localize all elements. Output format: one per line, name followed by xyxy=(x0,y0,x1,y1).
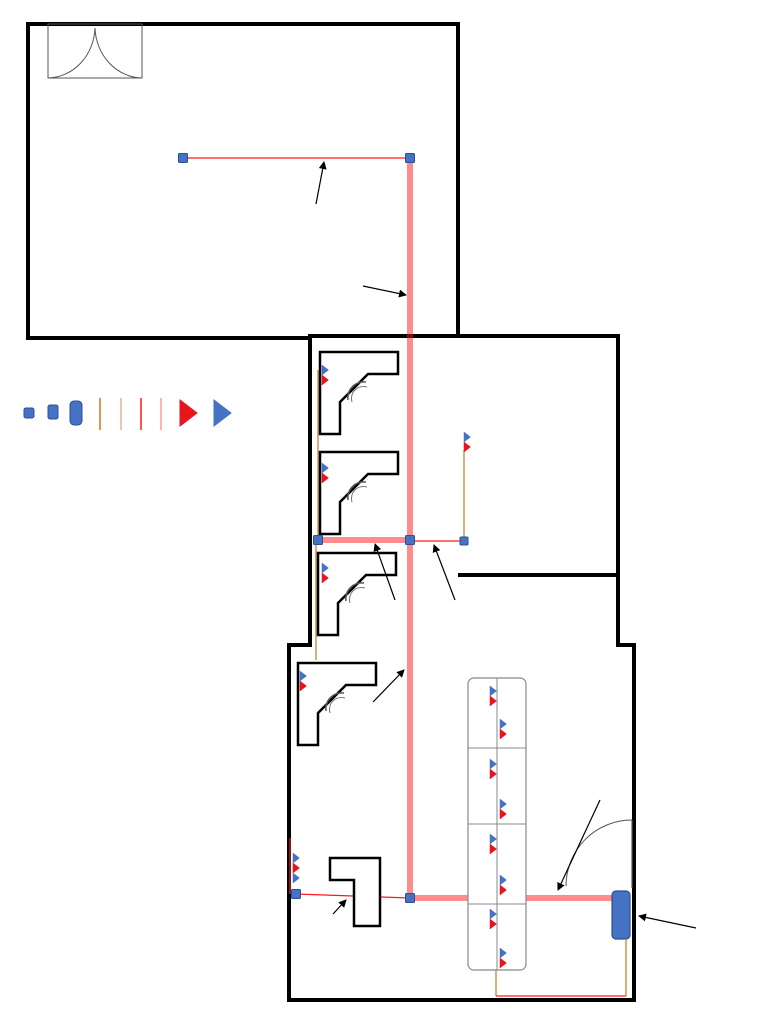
furniture xyxy=(296,350,527,971)
junction-node-low-center xyxy=(405,893,415,903)
outlet-lower-left-1 xyxy=(292,852,300,864)
outlet-desk-3-blue xyxy=(321,562,329,574)
outlet-bench-7-blue xyxy=(489,908,497,920)
outlets xyxy=(292,364,507,969)
outlet-bench-4-red xyxy=(499,808,507,820)
bench-table xyxy=(467,677,527,971)
cables xyxy=(183,157,627,997)
outlet-lower-left-3 xyxy=(292,872,300,884)
outlet-bench-3-red xyxy=(489,768,497,780)
legend xyxy=(23,398,232,430)
junction-node-mid-right xyxy=(459,536,469,546)
outlet-bench-6-red xyxy=(499,884,507,896)
arrow-bench xyxy=(557,799,601,891)
junction-nodes xyxy=(178,153,631,940)
arrow-lower-middle xyxy=(372,669,405,703)
outlet-bench-1-blue xyxy=(489,685,497,697)
outlet-desk-3-red xyxy=(321,572,329,584)
wall-upper-right-office xyxy=(458,334,620,577)
chair xyxy=(325,692,345,712)
junction-node-top-left xyxy=(178,153,188,163)
outlet-office-red xyxy=(463,441,471,453)
large-junction-box-icon xyxy=(69,400,83,426)
double-door-leaf-left xyxy=(47,27,96,79)
chair xyxy=(347,481,367,501)
outlet-bench-5-blue xyxy=(489,833,497,845)
blue-outlet-icon xyxy=(213,398,232,428)
outlet-desk-4-red xyxy=(299,680,307,692)
small-junction-box-icon xyxy=(23,407,35,419)
outlet-desk-1-red xyxy=(321,374,329,386)
desk-3 xyxy=(316,551,398,637)
outlet-bench-8-blue xyxy=(499,947,507,959)
desk-1 xyxy=(318,350,400,436)
outlet-bench-1-red xyxy=(489,695,497,707)
annotation-arrows xyxy=(315,161,697,929)
cable-middle-horizontal xyxy=(318,537,410,543)
junction-node-top-right xyxy=(405,153,415,163)
outlet-bench-5-red xyxy=(489,843,497,855)
arrow-lower-left xyxy=(332,899,347,915)
outlet-desk-4-blue xyxy=(299,670,307,682)
outlet-desk-2-blue xyxy=(321,462,329,474)
junction-node-mid-left xyxy=(313,535,323,545)
outlet-desk-2-red xyxy=(321,472,329,484)
medium-junction-box-icon xyxy=(47,404,59,420)
outlet-bench-4-blue xyxy=(499,798,507,810)
junction-node-low-left xyxy=(291,889,301,899)
chair xyxy=(347,381,367,401)
outlet-bench-8-red xyxy=(499,957,507,969)
single-door-swing xyxy=(565,819,633,887)
red-outlet-icon xyxy=(179,398,198,428)
double-door xyxy=(47,23,143,79)
doors xyxy=(47,23,633,888)
outlet-bench-3-blue xyxy=(489,758,497,770)
arrow-panel xyxy=(638,913,697,929)
arrow-main-vertical xyxy=(362,285,407,298)
desk-2 xyxy=(318,450,400,536)
wall-upper-hall xyxy=(26,22,460,340)
main-panel xyxy=(611,890,631,940)
outlet-office-blue xyxy=(463,431,471,443)
outlet-desk-1-blue xyxy=(321,364,329,376)
outlet-lower-left-2 xyxy=(292,862,300,874)
double-door-leaf-right xyxy=(94,27,143,79)
walls xyxy=(26,22,636,1002)
desk-5 xyxy=(328,856,382,928)
desk-4 xyxy=(296,661,378,747)
outlet-bench-2-blue xyxy=(499,718,507,730)
wall-lower-area xyxy=(287,338,636,1002)
arrow-middle-left xyxy=(373,543,396,601)
arrow-top-cable xyxy=(315,161,327,205)
junction-node-mid-center xyxy=(405,535,415,545)
outlet-bench-7-red xyxy=(489,918,497,930)
outlet-bench-2-red xyxy=(499,728,507,740)
cable-main-vertical xyxy=(407,158,413,898)
arrow-middle-right xyxy=(432,544,456,601)
chair xyxy=(345,582,365,602)
outlet-bench-6-blue xyxy=(499,874,507,886)
